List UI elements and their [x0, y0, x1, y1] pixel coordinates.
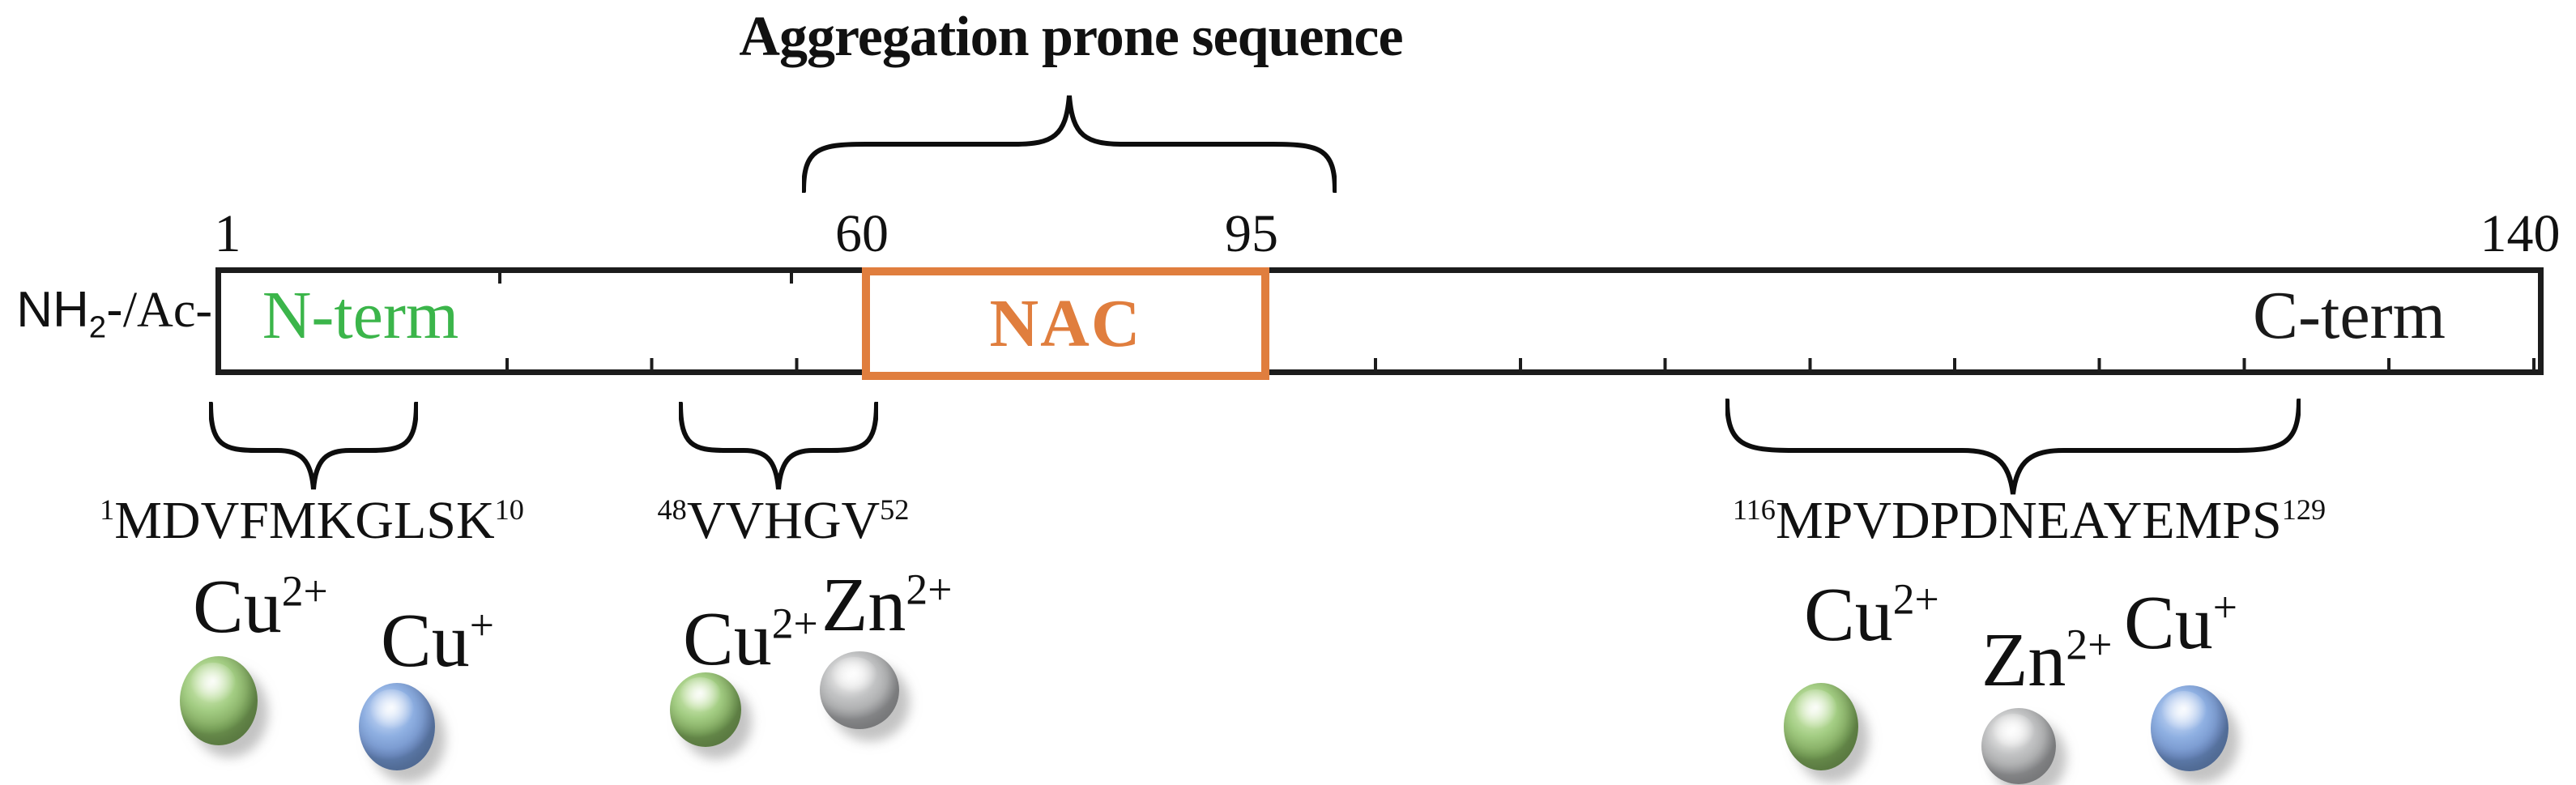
ion-symbol: Cu [381, 599, 470, 683]
nac-domain-label: NAC [989, 285, 1142, 361]
cu1-ion-sphere-blue [2151, 685, 2228, 771]
sequence-text: VVHGV [686, 491, 881, 550]
zn2-ion-label: Zn2+ [821, 567, 952, 643]
cu2-ion-sphere-green [1784, 683, 1858, 770]
n-term-binding-site-brace [209, 402, 418, 490]
cu2-ion-sphere-green [180, 656, 258, 745]
ion-charge: 2+ [771, 599, 818, 648]
n-term-binding-sequence: 1MDVFMKGLSK10 [69, 493, 555, 548]
sequence-end-residue: 10 [494, 493, 524, 526]
sequence-text: MDVFMKGLSK [114, 491, 495, 550]
sequence-text: MPVDPDNEAYEMPS [1775, 491, 2282, 550]
zn2-ion-sphere-gray [820, 651, 899, 729]
c-term-domain-label: C-term [2253, 278, 2446, 353]
sequence-start-residue: 1 [100, 493, 115, 526]
ion-symbol: Cu [683, 597, 772, 681]
ion-charge: 2+ [281, 566, 328, 616]
zn2-ion-label: Zn2+ [1981, 622, 2112, 698]
cu1-ion-sphere-blue [359, 683, 435, 770]
diagram-title: Aggregation prone sequence [739, 6, 1403, 68]
ion-symbol: Zn [1981, 618, 2066, 702]
vvhgv-binding-site-brace [679, 402, 878, 490]
ion-charge: + [2212, 582, 2237, 632]
ion-symbol: Zn [821, 563, 906, 647]
cu2-ion-label: Cu2+ [193, 569, 328, 645]
nac-domain-box: NAC [862, 267, 1269, 380]
aggregation-region-brace [802, 95, 1337, 193]
bar-top-tick [790, 273, 793, 284]
bar-top-tick [498, 273, 501, 284]
ion-charge: 2+ [1892, 574, 1939, 624]
ion-symbol: Cu [193, 565, 282, 649]
cu2-ion-label: Cu2+ [1804, 577, 1939, 653]
sequence-start-residue: 116 [1732, 493, 1776, 526]
residue-number-140: 140 [2480, 204, 2561, 263]
cu2-ion-label: Cu2+ [683, 601, 818, 677]
ion-symbol: Cu [1804, 573, 1893, 657]
prefix-nh: NH [16, 282, 89, 338]
n-term-domain-label: N-term [262, 278, 459, 353]
ion-symbol: Cu [2124, 581, 2213, 665]
prefix-hyphen: - [106, 282, 123, 338]
sequence-end-residue: 129 [2281, 493, 2327, 526]
sequence-start-residue: 48 [657, 493, 687, 526]
ion-charge: 2+ [2066, 620, 2113, 669]
residue-number-1: 1 [214, 204, 241, 263]
prefix-ac: /Ac- [122, 283, 212, 338]
residue-number-60: 60 [835, 204, 889, 263]
c-term-binding-sequence: 116MPVDPDNEAYEMPS129 [1705, 493, 2353, 548]
c-term-binding-site-brace [1725, 399, 2301, 495]
n-terminus-chemical-prefix: NH2-/Ac- [0, 285, 212, 343]
zn2-ion-sphere-gray [1981, 708, 2056, 784]
vvhgv-binding-sequence: 48VVHGV52 [581, 493, 986, 548]
protein-sequence-bar [215, 267, 2544, 375]
ion-charge: 2+ [906, 565, 953, 614]
cu2-ion-sphere-green [670, 672, 741, 747]
residue-number-95: 95 [1225, 204, 1278, 263]
prefix-subscript-2: 2 [88, 309, 107, 345]
cu1-ion-label: Cu+ [381, 603, 494, 679]
ion-charge: + [469, 600, 494, 650]
cu1-ion-label: Cu+ [2124, 585, 2237, 661]
bar-bottom-ticks [367, 358, 2538, 369]
sequence-end-residue: 52 [880, 493, 910, 526]
